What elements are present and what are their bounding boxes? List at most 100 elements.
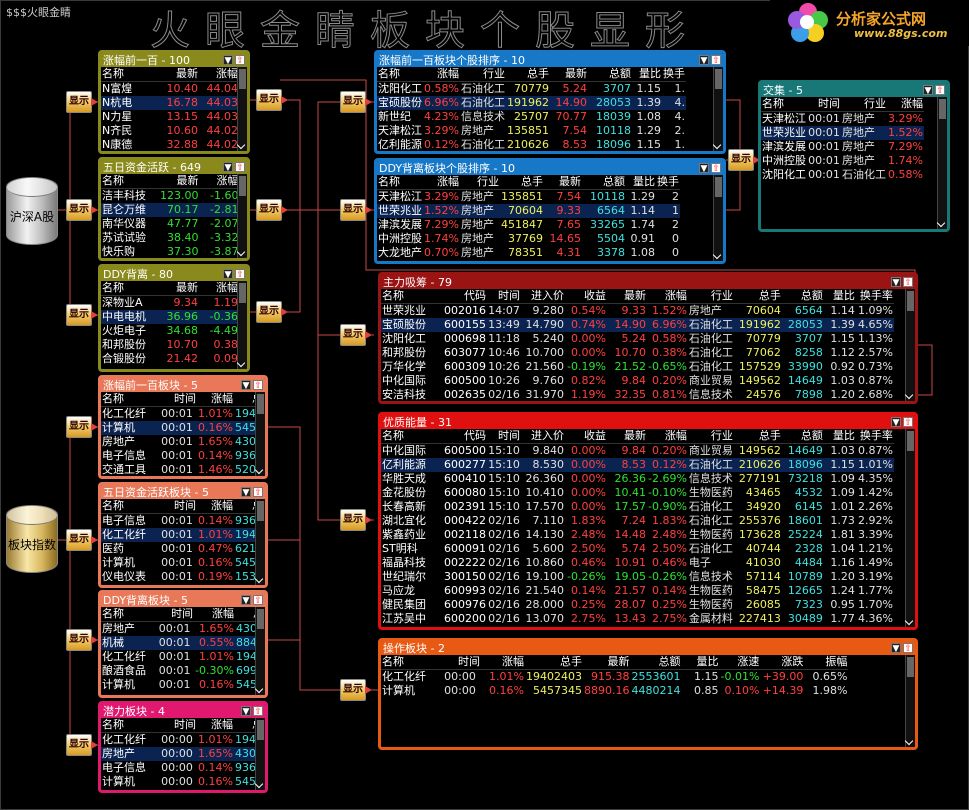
vertical-scrollbar[interactable] bbox=[255, 499, 265, 585]
column-header[interactable]: 名称 bbox=[381, 429, 439, 444]
panel-menu-icon[interactable]: ▼ bbox=[223, 162, 233, 173]
vertical-scrollbar[interactable] bbox=[237, 174, 247, 258]
column-header[interactable]: 名称 bbox=[101, 499, 157, 514]
panel-maximize-icon[interactable]: ⇧ bbox=[253, 595, 263, 606]
display-node-icon[interactable]: 显示 bbox=[66, 529, 98, 551]
panel-menu-icon[interactable]: ▼ bbox=[891, 643, 901, 654]
panel-menu-icon[interactable]: ▼ bbox=[223, 55, 233, 66]
column-header[interactable]: 最新 bbox=[583, 655, 631, 670]
column-header[interactable]: 进入价 bbox=[521, 289, 565, 304]
display-node-icon[interactable]: 显示 bbox=[66, 199, 98, 221]
column-header[interactable]: 名称 bbox=[101, 718, 157, 733]
column-header[interactable]: 量比 bbox=[681, 655, 720, 670]
column-header[interactable]: 涨幅 bbox=[647, 289, 688, 304]
vertical-scrollbar[interactable] bbox=[713, 67, 723, 151]
column-header[interactable]: 名称 bbox=[101, 67, 155, 82]
display-node-icon[interactable]: 显示 bbox=[340, 199, 372, 221]
display-node-icon[interactable]: 显示 bbox=[66, 91, 98, 113]
display-node-icon[interactable]: 显示 bbox=[340, 679, 372, 701]
market-source-node[interactable]: 沪深A股 bbox=[6, 177, 58, 245]
column-header[interactable]: 收益 bbox=[565, 289, 607, 304]
column-header[interactable]: 时间 bbox=[155, 607, 195, 622]
panel-menu-icon[interactable]: ▼ bbox=[891, 277, 901, 288]
column-header[interactable]: 换手 bbox=[661, 67, 686, 82]
panel-menu-icon[interactable]: ▼ bbox=[699, 55, 709, 66]
panel-menu-icon[interactable]: ▼ bbox=[241, 595, 251, 606]
panel-menu-icon[interactable]: ▼ bbox=[241, 706, 251, 717]
column-header[interactable]: 收益 bbox=[565, 429, 607, 444]
panel-maximize-icon[interactable]: ⇧ bbox=[935, 85, 945, 96]
panel-menu-icon[interactable]: ▼ bbox=[699, 163, 709, 174]
column-header[interactable]: 总手 bbox=[505, 67, 550, 82]
panel-menu-icon[interactable]: ▼ bbox=[223, 269, 233, 280]
column-header[interactable]: 行业 bbox=[459, 67, 506, 82]
column-header[interactable]: 时间 bbox=[487, 429, 521, 444]
column-header[interactable]: 量比 bbox=[625, 175, 656, 190]
column-header[interactable]: 量比 bbox=[823, 289, 856, 304]
column-header[interactable]: 涨幅 bbox=[887, 97, 924, 112]
vertical-scrollbar[interactable] bbox=[713, 175, 723, 261]
vertical-scrollbar[interactable] bbox=[237, 67, 247, 151]
vertical-scrollbar[interactable] bbox=[905, 429, 915, 627]
display-node-icon[interactable]: 显示 bbox=[66, 416, 98, 438]
sector-active-panel[interactable]: 五日资金活跃板块 - 5▼⇧名称时间涨幅总电子信息00:010.14%9364化… bbox=[98, 482, 268, 588]
column-header[interactable]: 涨速 bbox=[719, 655, 761, 670]
column-header[interactable]: 涨幅 bbox=[199, 67, 239, 82]
sector-top100-panel[interactable]: 涨幅前一百板块 - 5▼⇧名称时间涨幅总化工化纤00:011.01%1940计算… bbox=[98, 375, 268, 479]
column-header[interactable]: 总手 bbox=[499, 175, 544, 190]
panel-maximize-icon[interactable]: ⇧ bbox=[253, 487, 263, 498]
panel-maximize-icon[interactable]: ⇧ bbox=[235, 55, 245, 66]
panel-maximize-icon[interactable]: ⇧ bbox=[903, 643, 913, 654]
column-header[interactable]: 涨幅 bbox=[197, 499, 234, 514]
display-node-icon[interactable]: 显示 bbox=[256, 199, 288, 221]
panel-maximize-icon[interactable]: ⇧ bbox=[253, 706, 263, 717]
column-header[interactable]: 代码 bbox=[439, 429, 487, 444]
column-header[interactable]: 名称 bbox=[377, 175, 423, 190]
column-header[interactable]: 时间 bbox=[487, 289, 521, 304]
display-node-icon[interactable]: 显示 bbox=[256, 89, 288, 111]
column-header[interactable]: 行业 bbox=[841, 97, 887, 112]
vertical-scrollbar[interactable] bbox=[255, 607, 265, 695]
column-header[interactable]: 最新 bbox=[607, 429, 647, 444]
column-header[interactable]: 振幅 bbox=[804, 655, 849, 670]
column-header[interactable]: 行业 bbox=[459, 175, 500, 190]
column-header[interactable]: 时间 bbox=[157, 499, 197, 514]
column-header[interactable]: 最新 bbox=[549, 67, 588, 82]
